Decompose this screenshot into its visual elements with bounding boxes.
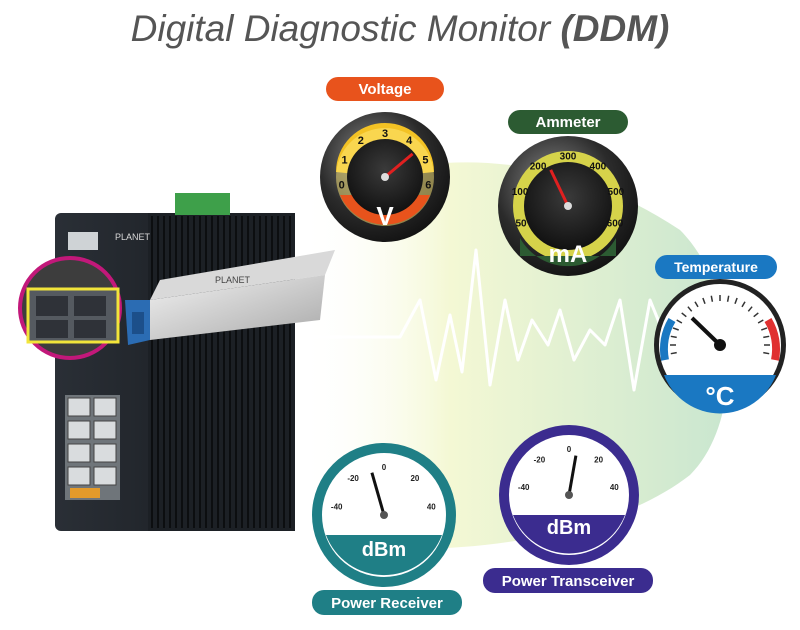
transceiver-label: Power Transceiver: [502, 573, 635, 590]
title-main: Digital Diagnostic Monitor: [130, 8, 551, 49]
temperature-tick: [681, 312, 687, 318]
transceiver-tick-label: 40: [610, 483, 619, 492]
temperature-tick: [734, 297, 738, 304]
device-brand: PLANET: [115, 232, 151, 242]
device-label: [70, 488, 100, 498]
ammeter-tick-label: 200: [530, 161, 547, 172]
voltage-tick-label: 1: [342, 154, 348, 166]
sfp-brand: PLANET: [215, 275, 251, 285]
receiver-tick-label: 40: [427, 503, 436, 512]
ammeter-tick-label: 500: [608, 187, 625, 198]
transceiver-tick-label: 0: [567, 445, 572, 454]
rj45-port: [93, 443, 117, 463]
ammeter-tick-label: 50: [515, 219, 527, 230]
sfp-slot-magnifier: [18, 256, 122, 360]
receiver-tick-label: 0: [382, 463, 387, 472]
receiver-needle-hub: [380, 511, 388, 519]
signal-waveform: [310, 248, 690, 392]
ammeter-tick-label: 400: [590, 161, 607, 172]
power-transceiver-gauge: -60-40-200204060 dBm Power Transceiver: [483, 425, 653, 593]
temperature-tick: [710, 295, 714, 302]
temperature-tick: [741, 301, 746, 308]
rj45-port: [93, 466, 117, 486]
temperature-tick: [757, 319, 764, 324]
voltage-needle: [384, 152, 414, 179]
rj45-port: [67, 397, 91, 417]
temperature-tick: [753, 312, 759, 318]
voltage-tick-label: 6: [425, 180, 431, 192]
temperature-gauge: °C Temperature: [654, 255, 786, 414]
temperature-label-pill: Temperature: [655, 255, 777, 279]
rj45-port: [93, 420, 117, 440]
sfp-module: PLANET: [125, 250, 335, 345]
rj45-port-grid: [67, 397, 117, 486]
ammeter-tick-label: 600: [607, 219, 624, 230]
temperature-tick: [761, 327, 768, 331]
voltage-tick-label: 5: [422, 154, 428, 166]
voltage-tick-label: 3: [382, 128, 388, 140]
transceiver-tick-label: 20: [594, 456, 603, 465]
power-receiver-gauge: -60-40-200204060 dBm Power Receiver: [312, 443, 462, 615]
temperature-needle-hub: [714, 339, 726, 351]
transceiver-tick-label: -40: [518, 483, 530, 492]
temperature-needle: [690, 316, 722, 347]
rj45-port: [67, 443, 91, 463]
temperature-tick: [726, 295, 730, 302]
receiver-tick-label: 20: [410, 474, 419, 483]
ammeter-tick-label: 100: [512, 187, 529, 198]
temperature-tick: [694, 301, 699, 308]
temperature-tick: [670, 351, 677, 355]
page-title: Digital Diagnostic Monitor (DDM): [0, 8, 800, 50]
temperature-tick: [763, 351, 770, 355]
console-port: [68, 232, 98, 250]
temperature-tick: [670, 335, 677, 339]
ammeter-label-pill: Ammeter: [508, 110, 628, 134]
temperature-unit: °C: [705, 381, 734, 411]
temperature-tick-marks: [670, 295, 770, 355]
terminal-block: [175, 193, 230, 215]
voltage-unit: V: [376, 201, 394, 231]
temperature-tick: [676, 319, 683, 324]
transceiver-unit: dBm: [547, 517, 591, 539]
receiver-label: Power Receiver: [331, 595, 443, 612]
ammeter-unit: mA: [549, 241, 588, 268]
voltage-label-pill: Voltage: [326, 77, 444, 101]
ammeter-needle: [549, 169, 570, 207]
rj45-port: [67, 466, 91, 486]
temperature-tick: [763, 335, 770, 339]
transceiver-needle: [567, 455, 578, 496]
voltage-tick-label: 2: [358, 135, 364, 147]
temperature-tick: [672, 327, 679, 331]
ammeter-tick-labels: 50 100 200 300 400 500 600: [512, 152, 625, 230]
ammeter-label: Ammeter: [535, 114, 600, 131]
receiver-needle: [370, 472, 386, 516]
title-accent: (DDM): [560, 8, 670, 49]
receiver-unit: dBm: [362, 539, 406, 561]
voltage-needle-hub: [381, 173, 389, 181]
temperature-tick: [687, 306, 693, 312]
temperature-tick: [702, 297, 706, 304]
receiver-label-pill: Power Receiver: [312, 590, 462, 615]
transceiver-tick-label: -20: [534, 456, 546, 465]
transceiver-label-pill: Power Transceiver: [483, 568, 653, 593]
receiver-tick-label: -20: [347, 474, 359, 483]
receiver-tick-label: -40: [331, 503, 343, 512]
voltage-tick-label: 0: [339, 180, 345, 192]
industrial-switch: PLANET: [55, 193, 295, 531]
voltage-tick-label: 4: [406, 135, 413, 147]
ammeter-gauge: 50 100 200 300 400 500 600 mA Ammeter: [498, 110, 638, 276]
voltage-gauge: 0 12 3 45 6 V Voltage: [320, 77, 450, 242]
rj45-port: [93, 397, 117, 417]
ammeter-tick-label: 300: [560, 152, 577, 163]
temperature-label: Temperature: [674, 259, 758, 275]
voltage-tick-labels: 0 12 3 45 6: [339, 128, 432, 192]
temperature-tick: [747, 306, 753, 312]
voltage-label: Voltage: [358, 81, 411, 98]
ammeter-needle-hub: [564, 202, 572, 210]
transceiver-needle-hub: [565, 491, 573, 499]
rj45-port: [67, 420, 91, 440]
